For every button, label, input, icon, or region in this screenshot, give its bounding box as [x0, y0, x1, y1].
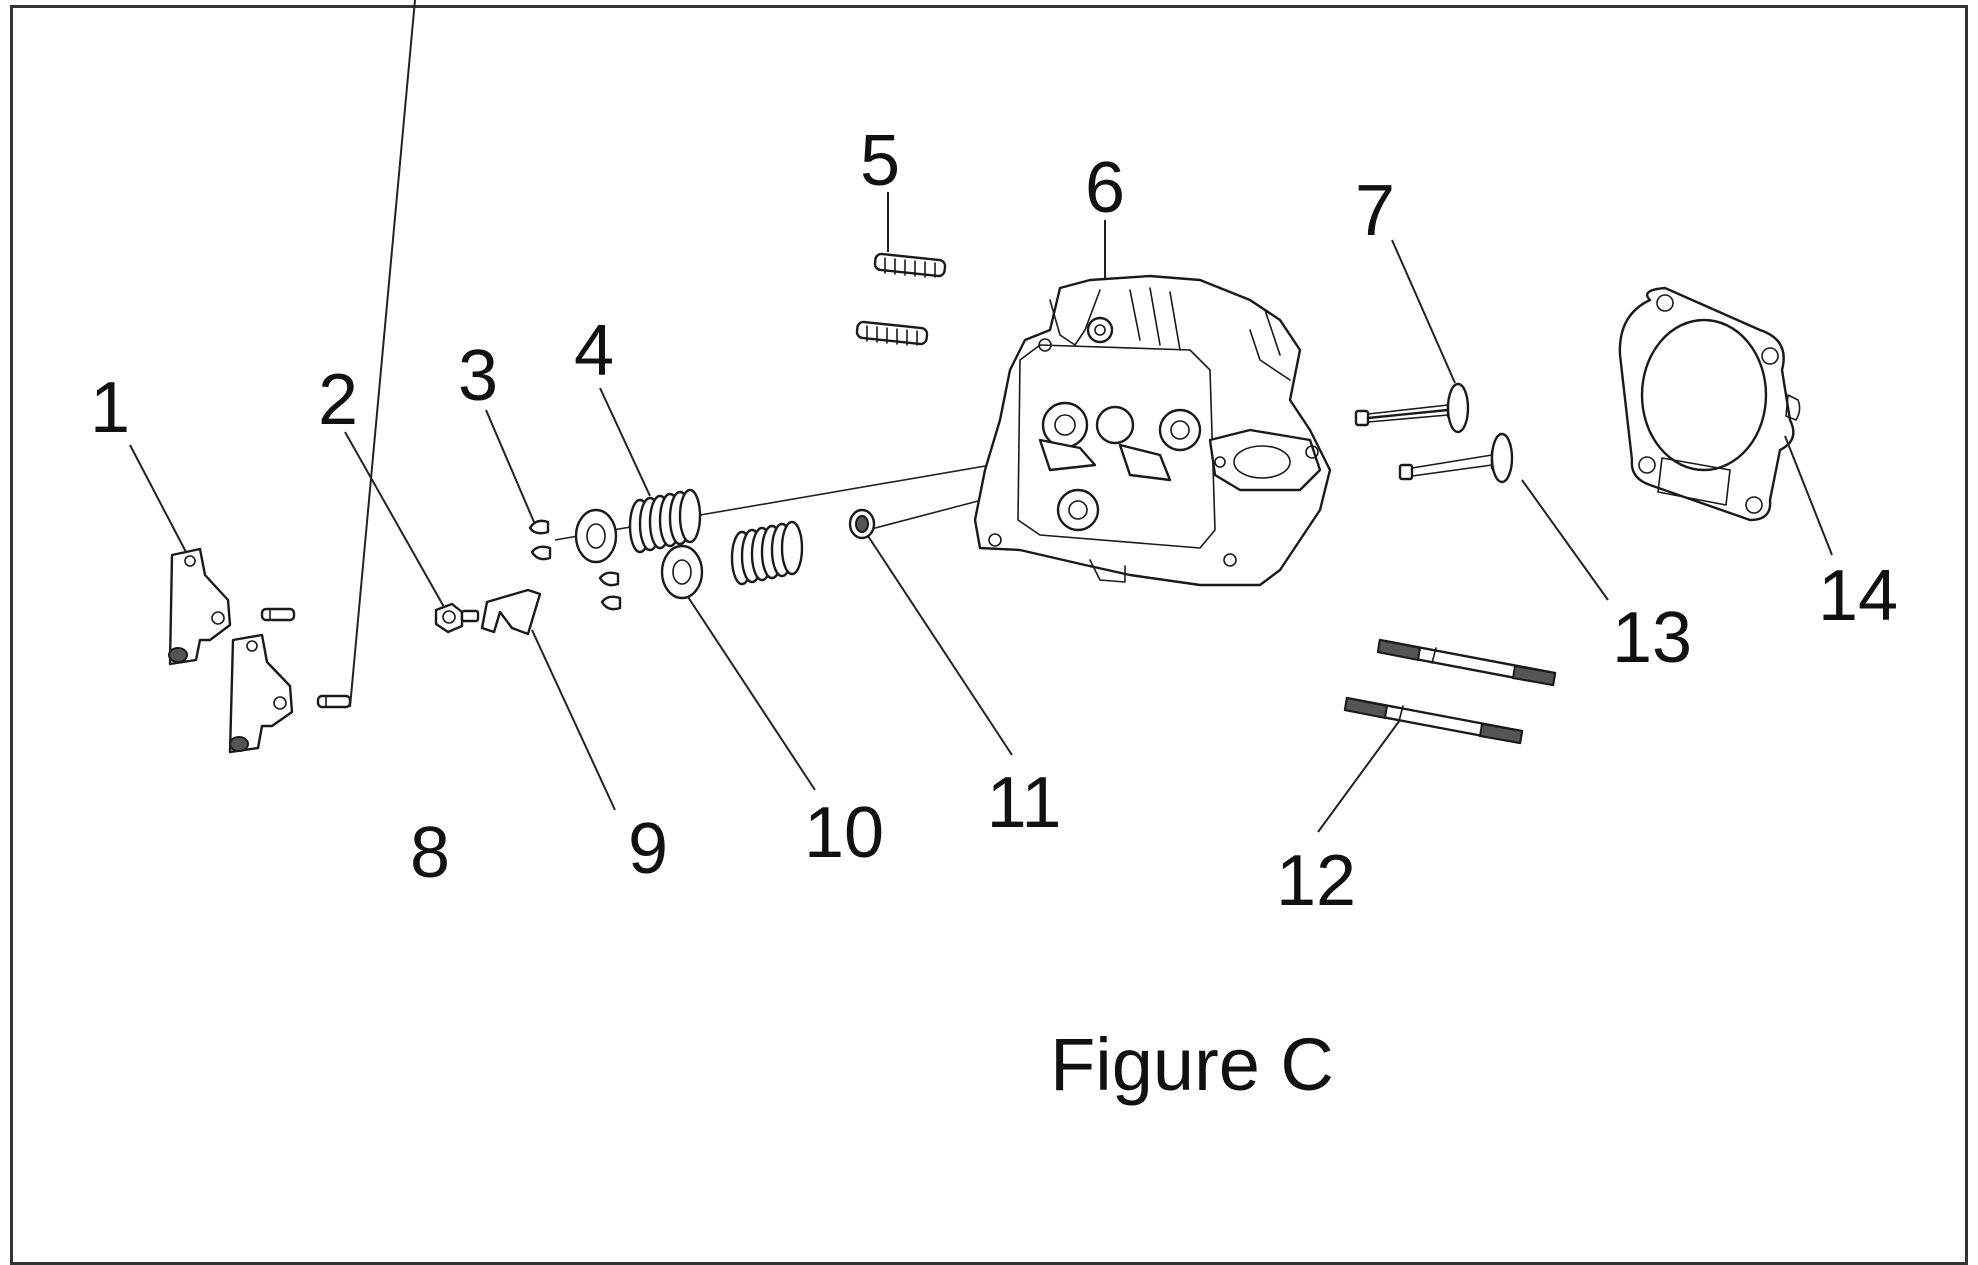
- callout-10: 10: [804, 793, 884, 873]
- leader-line-13: [1521, 479, 1609, 601]
- callout-3: 3: [458, 336, 498, 416]
- callout-7: 7: [1355, 171, 1395, 251]
- intake-valve-drawing: [1354, 382, 1470, 434]
- adjusting-bolt-drawing: [434, 602, 480, 634]
- callout-13: 13: [1612, 598, 1692, 678]
- leader-line-11: [867, 535, 1013, 756]
- figure-frame: [10, 5, 1968, 1265]
- callout-11: 11: [987, 763, 1062, 843]
- leader-line-7: [1391, 239, 1456, 384]
- leader-line-10: [687, 596, 816, 791]
- head-gasket-drawing: [1618, 286, 1801, 522]
- callout-6: 6: [1085, 148, 1125, 228]
- leader-line-8: [349, 0, 416, 708]
- rocker-arm-drawing: [168, 547, 294, 754]
- callout-numbers: 1 2 3 4 5 6 7 8 9 10 11 12 13 14: [90, 121, 1898, 921]
- leader-lines: [129, 0, 1833, 833]
- leader-line-14: [1784, 435, 1833, 556]
- callout-5: 5: [860, 121, 900, 201]
- callout-8: 8: [410, 813, 450, 893]
- figure-caption: Figure C: [1050, 1023, 1334, 1106]
- callout-2: 2: [318, 360, 358, 440]
- cylinder-head-drawing: [973, 274, 1332, 587]
- exhaust-valve-drawing: [1398, 432, 1514, 484]
- valve-stem-seal-drawing: [848, 508, 876, 540]
- leader-line-9: [531, 629, 616, 811]
- stud-bolt-drawing: [1343, 638, 1557, 745]
- callout-14: 14: [1818, 556, 1898, 636]
- leader-line-3: [485, 409, 535, 523]
- dowel-pin-drawing: [855, 252, 947, 346]
- spring-retainer-drawing: [574, 508, 704, 600]
- leader-line-2: [344, 431, 445, 608]
- callout-9: 9: [628, 809, 668, 889]
- leader-line-12: [1317, 719, 1401, 833]
- valve-collet-drawing: [528, 519, 622, 611]
- valve-spring-drawing: [628, 488, 804, 586]
- push-rod-guide-drawing: [480, 588, 542, 636]
- leader-line-1: [129, 444, 187, 553]
- callout-1: 1: [90, 368, 130, 448]
- callout-4: 4: [574, 311, 614, 391]
- rocker-pivot-pin-drawing: [260, 607, 352, 709]
- leader-line-4: [599, 387, 651, 497]
- callout-12: 12: [1276, 841, 1356, 921]
